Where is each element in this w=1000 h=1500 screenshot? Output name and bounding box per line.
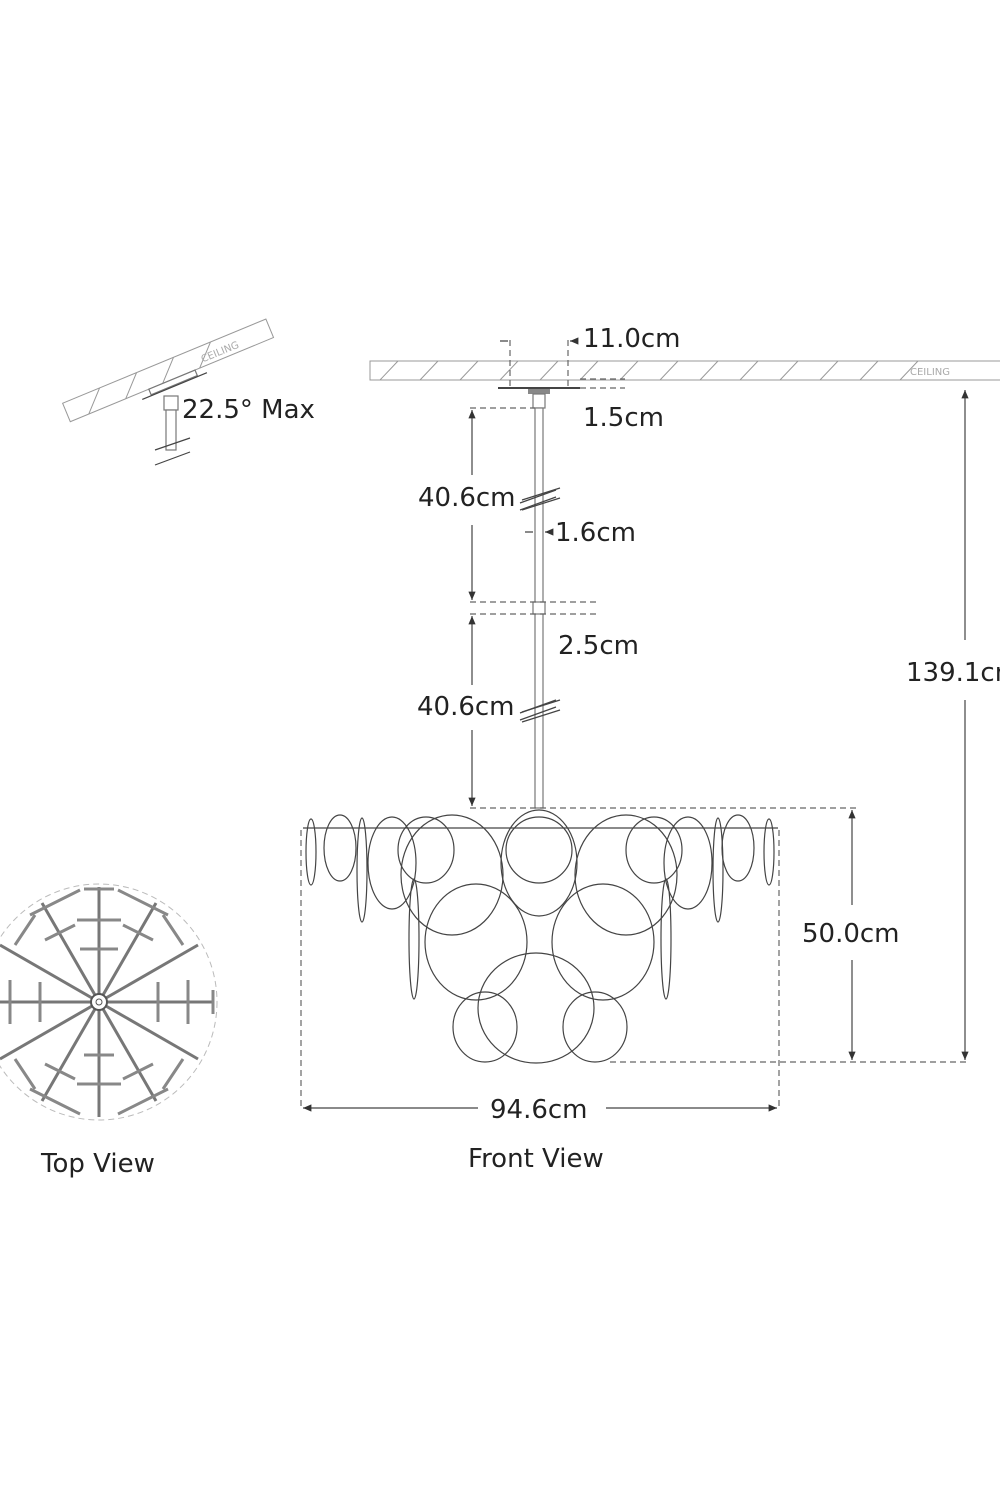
ceiling-label: CEILING: [910, 367, 950, 378]
tilt-angle-label: 22.5° Max: [182, 395, 315, 425]
rod-lower-label: 40.6cm: [417, 692, 515, 722]
ceiling: [369, 360, 1000, 381]
canopy-width-label: 11.0cm: [583, 324, 681, 354]
fixture-height-label: 50.0cm: [802, 919, 900, 949]
top-view-caption: Top View: [40, 1149, 155, 1179]
chandelier-glass-discs: [303, 809, 778, 1064]
front-view-caption: Front View: [468, 1144, 604, 1174]
fixture-width-label: 94.6cm: [490, 1095, 588, 1125]
tilt-detail: CEILING 22.5° Max: [61, 318, 315, 466]
rod-upper-label: 40.6cm: [418, 483, 516, 513]
coupling-height-label: 2.5cm: [558, 631, 639, 661]
rod-diameter-label: 1.6cm: [555, 518, 636, 548]
canopy-height-label: 1.5cm: [583, 403, 664, 433]
coupling: [532, 601, 546, 615]
top-view: Top View: [0, 883, 218, 1179]
overall-height-label: 139.1cm: [906, 658, 1000, 688]
front-view: CEILING 11.0cm 1.5cm 40.6cm 1.6cm 2.5cm …: [300, 324, 1000, 1125]
